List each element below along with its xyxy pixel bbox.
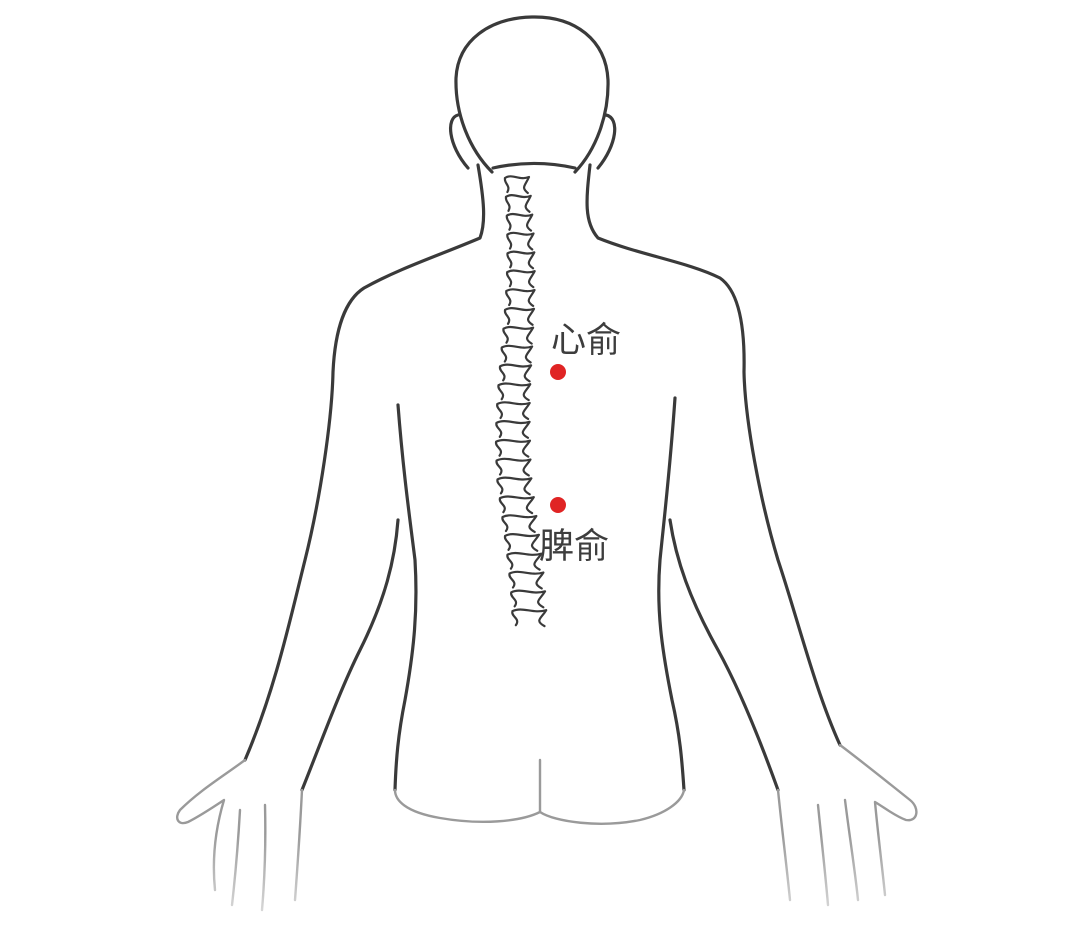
vertebra <box>495 420 531 439</box>
vertebra <box>503 533 541 552</box>
vertebra <box>505 288 536 308</box>
vertebra <box>503 307 536 326</box>
hairline <box>491 161 577 170</box>
bottom-fade <box>0 700 1080 943</box>
vertebra <box>501 514 538 534</box>
right-neck-shoulder <box>585 163 842 747</box>
vertebra <box>510 589 547 609</box>
vertebra <box>503 175 531 195</box>
acupoint-pishu-label: 脾俞 <box>539 527 610 567</box>
vertebra <box>508 570 545 590</box>
vertebra <box>494 438 532 458</box>
vertebra <box>498 363 533 383</box>
head-outline <box>454 15 610 174</box>
left-neck-shoulder <box>243 163 486 762</box>
vertebra <box>506 231 535 251</box>
vertebra <box>506 551 543 571</box>
vertebra <box>498 495 535 515</box>
right-ear-outline <box>596 113 617 170</box>
vertebra <box>504 194 532 213</box>
vertebra <box>505 269 536 289</box>
vertebra <box>500 344 534 364</box>
acupoint-xinshu-label: 心俞 <box>551 321 622 361</box>
vertebra <box>496 476 533 496</box>
acupoint-xinshu-marker <box>550 364 566 380</box>
vertebra <box>495 457 532 477</box>
vertebra <box>502 325 535 345</box>
spine <box>494 175 548 628</box>
acupoint-pishu-marker <box>550 497 566 513</box>
vertebra <box>505 212 534 232</box>
vertebra <box>506 250 536 270</box>
vertebra <box>511 608 548 628</box>
left-ear-outline <box>449 113 470 170</box>
vertebra <box>496 401 531 421</box>
vertebra <box>497 382 532 402</box>
